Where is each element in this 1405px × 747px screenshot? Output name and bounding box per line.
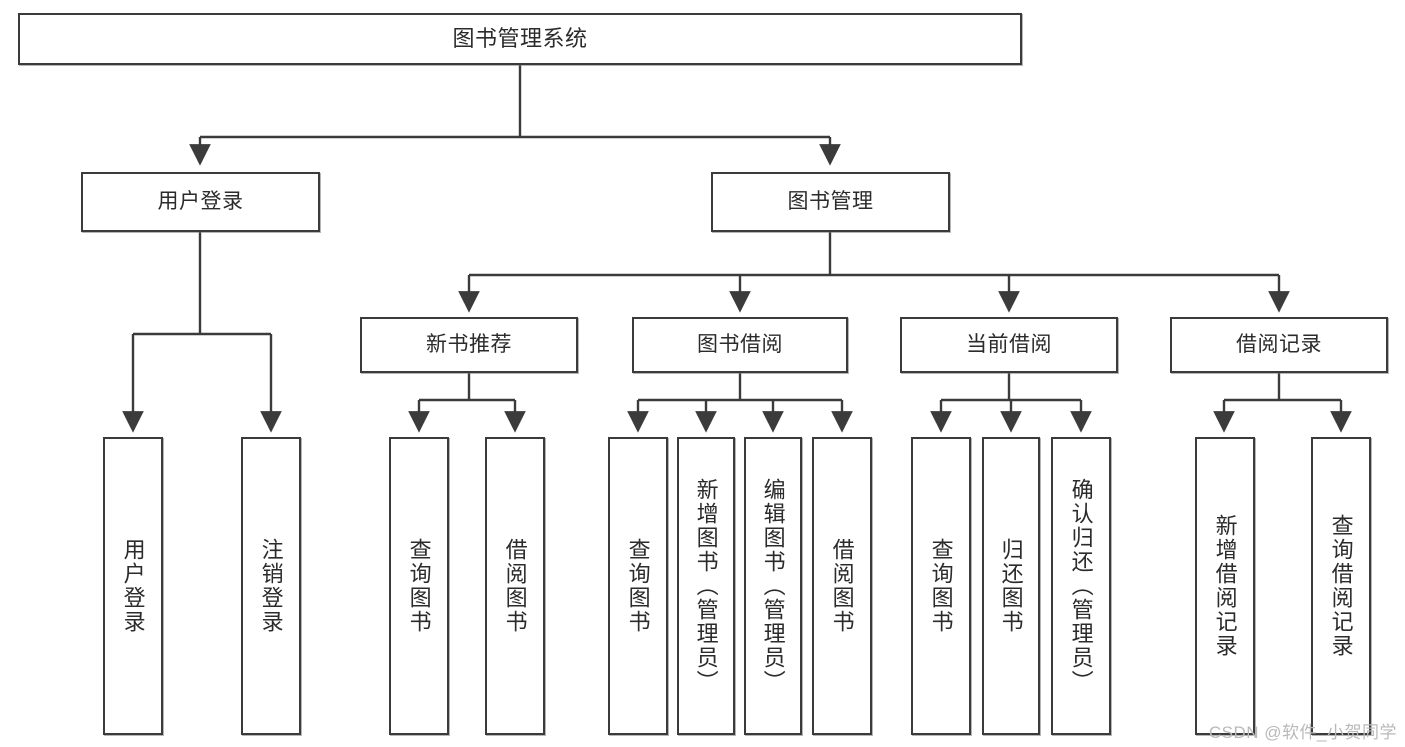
node-label: 新增借阅记录 <box>1212 514 1238 658</box>
node-label: 借阅图书 <box>829 538 855 634</box>
node-leaf-edit-book-admin[interactable]: 编辑图书（管理员） <box>744 437 802 735</box>
node-label: 借阅记录 <box>1236 332 1322 356</box>
node-book-borrow[interactable]: 图书借阅 <box>632 317 848 373</box>
node-label: 查询图书 <box>625 538 651 634</box>
node-leaf-return-book[interactable]: 归还图书 <box>982 437 1040 735</box>
node-leaf-borrow-book[interactable]: 借阅图书 <box>812 437 872 735</box>
node-label: 借阅图书 <box>502 538 528 634</box>
node-label: 查询图书 <box>928 538 954 634</box>
node-leaf-query-book-recommend[interactable]: 查询图书 <box>389 437 449 735</box>
node-label: 用户登录 <box>120 538 146 634</box>
node-label: 查询借阅记录 <box>1328 514 1354 658</box>
node-label: 新增图书（管理员） <box>693 478 719 694</box>
node-leaf-add-book-admin[interactable]: 新增图书（管理员） <box>677 437 735 735</box>
node-label: 当前借阅 <box>966 332 1052 356</box>
node-label: 确认归还（管理员） <box>1068 478 1094 694</box>
node-label: 图书借阅 <box>697 332 783 356</box>
node-label: 归还图书 <box>998 538 1024 634</box>
node-leaf-user-login[interactable]: 用户登录 <box>103 437 163 735</box>
node-root-system[interactable]: 图书管理系统 <box>18 13 1022 65</box>
node-current-borrow[interactable]: 当前借阅 <box>900 317 1118 373</box>
node-label: 编辑图书（管理员） <box>760 478 786 694</box>
node-label: 注销登录 <box>258 538 284 634</box>
csdn-watermark: CSDN @软件_小贺同学 <box>1208 723 1397 742</box>
node-leaf-logout[interactable]: 注销登录 <box>241 437 301 735</box>
node-borrow-record[interactable]: 借阅记录 <box>1170 317 1388 373</box>
node-label: 图书管理 <box>787 189 874 213</box>
node-leaf-query-book-current[interactable]: 查询图书 <box>911 437 971 735</box>
node-label: 图书管理系统 <box>452 26 588 52</box>
node-label: 用户登录 <box>157 189 244 213</box>
node-leaf-query-borrow-record[interactable]: 查询借阅记录 <box>1311 437 1371 735</box>
node-leaf-borrow-book-recommend[interactable]: 借阅图书 <box>485 437 545 735</box>
node-user-login[interactable]: 用户登录 <box>81 172 320 232</box>
node-new-book-recommend[interactable]: 新书推荐 <box>360 317 578 373</box>
node-leaf-add-borrow-record[interactable]: 新增借阅记录 <box>1195 437 1255 735</box>
node-book-management[interactable]: 图书管理 <box>711 172 950 232</box>
node-leaf-confirm-return-admin[interactable]: 确认归还（管理员） <box>1051 437 1111 735</box>
node-label: 查询图书 <box>406 538 432 634</box>
node-label: 新书推荐 <box>426 332 512 356</box>
node-leaf-query-book-borrow[interactable]: 查询图书 <box>608 437 668 735</box>
